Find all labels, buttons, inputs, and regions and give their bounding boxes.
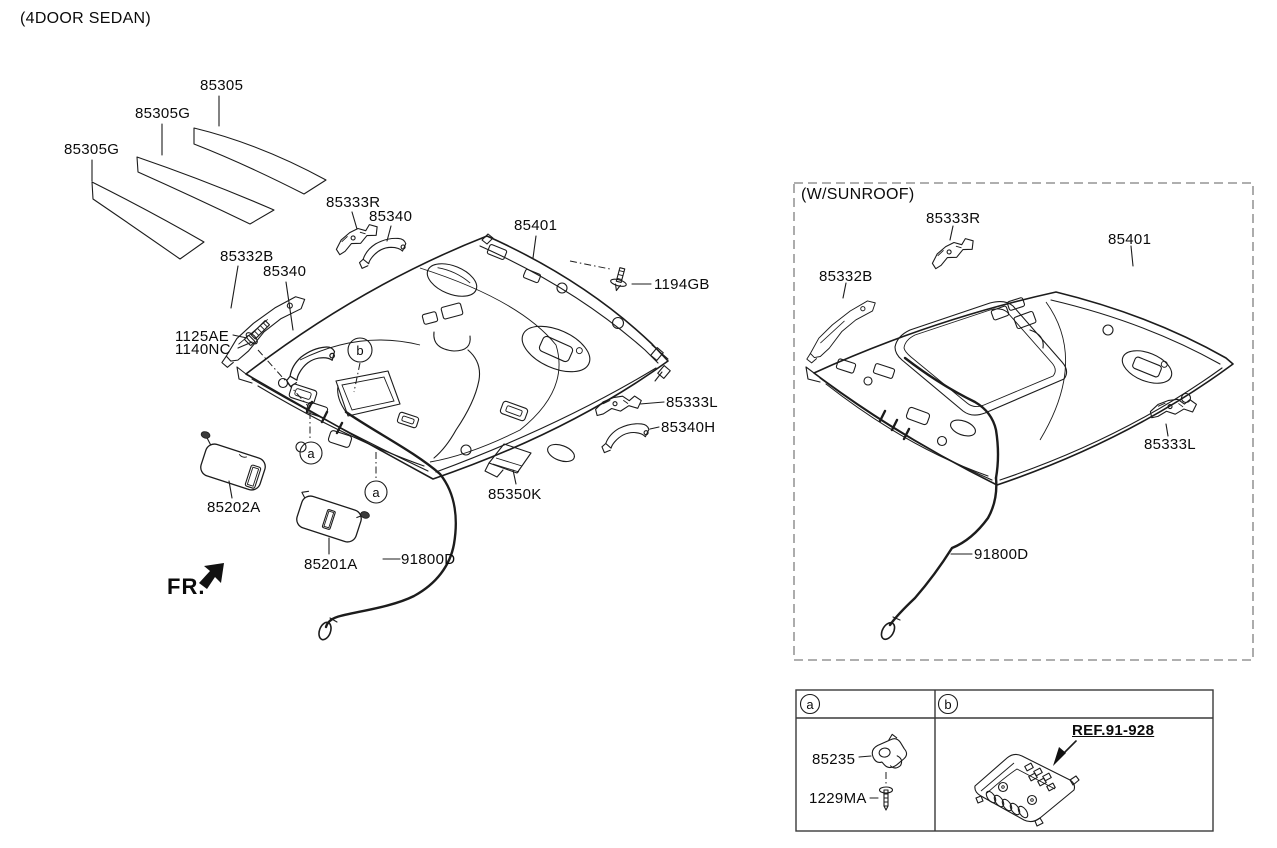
clip-85235 — [871, 733, 908, 769]
handle-85340-mid — [280, 343, 341, 388]
trim-85350k — [484, 443, 532, 478]
screw-1229ma — [878, 786, 894, 811]
roof-strip-85305g-left — [91, 159, 205, 260]
sunroof-leader-lines — [842, 225, 1169, 555]
sunroof-wiring-harness — [878, 356, 1000, 641]
part-label-85340h: 85340H — [661, 419, 716, 436]
sun-visor-85202a — [200, 431, 266, 491]
headliner-cutouts — [277, 244, 671, 463]
legend-ref-label: REF.91-928 — [1072, 722, 1155, 739]
handle-85340-top — [356, 236, 409, 270]
dome-lamp-bracket — [421, 302, 481, 459]
part-label-85305g-left: 85305G — [64, 141, 120, 158]
sunroof-bracket-85332b — [795, 298, 888, 365]
part-label-85333l: 85333L — [666, 394, 718, 411]
handle-85340h — [599, 422, 651, 454]
callout-a-1: a — [299, 441, 323, 465]
sunroof-bracket-85333l — [1149, 395, 1198, 423]
part-label-85340-mid: 85340 — [263, 263, 307, 280]
roof-strip-85305g-mid — [136, 123, 275, 225]
fr-direction-arrow — [199, 563, 224, 589]
part-label-85201a: 85201A — [304, 556, 358, 573]
svg-text:b: b — [944, 697, 951, 712]
part-label-85350k: 85350K — [488, 486, 542, 503]
bolt-1125ae — [244, 320, 270, 346]
ref-arrow — [1053, 740, 1077, 766]
leader-lines — [228, 211, 665, 560]
sunroof-part-label-91800d: 91800D — [974, 546, 1029, 563]
sunroof-box-title: (W/SUNROOF) — [801, 186, 915, 203]
part-label-1194gb: 1194GB — [654, 276, 710, 293]
sunroof-dashed-box — [793, 182, 1254, 661]
legend-table: a b — [795, 689, 1214, 832]
diagram-title: (4DOOR SEDAN) — [20, 10, 152, 27]
part-label-1140nc: 1140NC — [175, 341, 231, 358]
part-label-1125ae: 1125AE — [175, 328, 230, 345]
part-label-85340-top: 85340 — [369, 208, 413, 225]
svg-text:a: a — [806, 697, 814, 712]
part-label-85202a: 85202A — [207, 499, 261, 516]
sunroof-bracket-85333r — [927, 236, 979, 270]
legend-header-a: a — [799, 693, 821, 715]
screw-1194gb — [610, 267, 627, 292]
legend-part-label-85235: 85235 — [812, 751, 856, 768]
sunroof-diagram — [793, 182, 1254, 661]
bracket-85333l — [594, 392, 643, 420]
fr-label: FR. — [167, 574, 206, 599]
console-opening — [335, 362, 401, 417]
sun-visor-85201a — [296, 490, 370, 543]
svg-text:b: b — [356, 343, 363, 358]
part-label-85305g-mid: 85305G — [135, 105, 191, 122]
part-label-85401: 85401 — [514, 217, 558, 234]
sunroof-cutouts — [835, 297, 1192, 447]
main-diagram: b a a — [91, 95, 671, 641]
wiring-harness — [305, 385, 457, 641]
part-label-91800d: 91800D — [401, 551, 456, 568]
callout-b: b — [347, 337, 373, 363]
roof-strip-85305 — [193, 95, 327, 195]
part-label-85333r: 85333R — [326, 194, 381, 211]
overhead-console-unit — [974, 753, 1080, 827]
callout-a-2: a — [364, 480, 388, 504]
svg-text:a: a — [372, 485, 380, 500]
sunroof-opening — [894, 300, 1068, 416]
part-label-85332b: 85332B — [220, 248, 274, 265]
legend-part-label-1229ma: 1229MA — [809, 790, 867, 807]
sunroof-part-label-85332b: 85332B — [819, 268, 873, 285]
sunroof-part-label-85333r: 85333R — [926, 210, 981, 227]
svg-text:a: a — [307, 446, 315, 461]
sunroof-part-label-85333l: 85333L — [1144, 436, 1196, 453]
sunroof-headliner-panel — [805, 291, 1234, 486]
sunroof-part-label-85401: 85401 — [1108, 231, 1152, 248]
part-label-85305: 85305 — [200, 77, 244, 94]
legend-header-b: b — [937, 693, 959, 715]
